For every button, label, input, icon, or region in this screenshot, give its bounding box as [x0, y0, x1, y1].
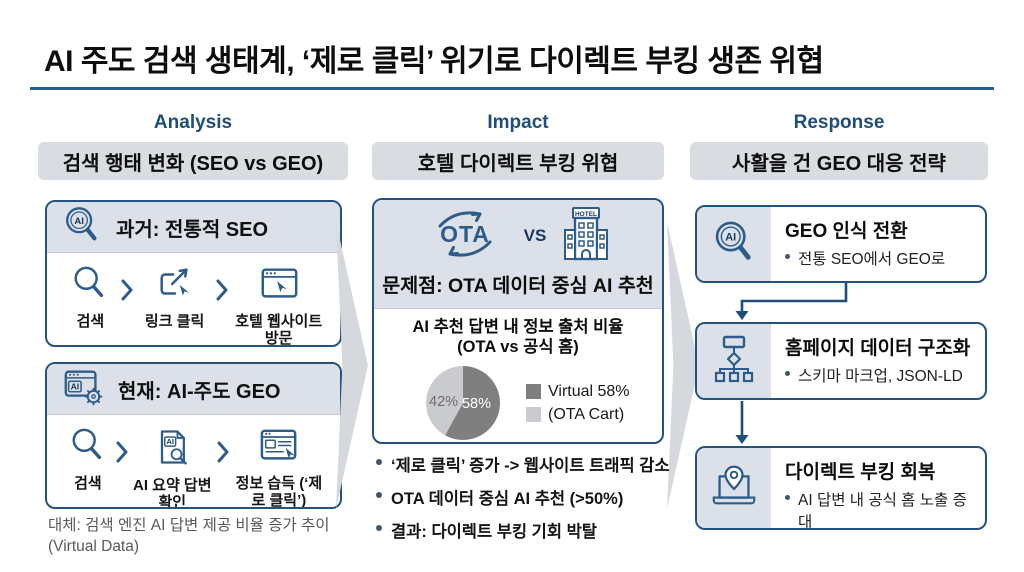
analysis-caption-line1: 대체: 검색 엔진 AI 답변 제공 비율 증가 추이 [48, 517, 330, 534]
chevron-right-icon [115, 439, 129, 470]
response-box-title: 홈페이지 데이터 구조화 [785, 338, 971, 359]
flow-step: 검색 [61, 427, 115, 492]
analysis-caption-line2: (Virtual Data) [48, 537, 140, 555]
ota-vs-hotel-row: OTA VS HOTEL [380, 206, 656, 266]
flow-step: 호텔 웹사이트 방문 [229, 265, 328, 347]
response-box-title: 다이렉트 부킹 회복 [785, 462, 936, 483]
legend-swatch-light [526, 407, 541, 423]
impact-box-header: OTA VS HOTEL [374, 200, 662, 309]
column-label-impact: Impact [487, 112, 549, 133]
impact-bullet-list: ‘제로 클릭’ 증가 -> 웹사이트 트래픽 감소 OTA 데이터 중심 AI … [375, 452, 675, 551]
legend-label: (OTA Cart) [548, 405, 625, 423]
response-box-bullet: AI 답변 내 공식 홈 노출 증대 [785, 488, 975, 528]
ota-cycle-icon: OTA [424, 206, 510, 267]
title-underline [30, 87, 994, 90]
present-geo-box-header: AI 현재: AI-주도 GEO [47, 364, 340, 415]
past-seo-flow: 검색 링크 클릭 [47, 253, 340, 347]
impact-bullet: OTA 데이터 중심 AI 추천 (>50%) [375, 485, 675, 509]
header-bar-response: 사활을 건 GEO 대응 전략 [690, 142, 988, 180]
browser-ai-gear-icon: AI [61, 366, 105, 413]
hotel-building-icon: HOTEL [560, 206, 612, 267]
header-bar-impact: 호텔 다이렉트 부킹 위협 [372, 142, 664, 180]
search-icon [69, 427, 107, 470]
hotel-sign-text: HOTEL [575, 210, 597, 217]
analysis-caption: 대체: 검색 엔진 AI 답변 제공 비율 증가 추이 (Virtual Dat… [48, 516, 330, 558]
impact-chart-area: AI 추천 답변 내 정보 출처 비율 (OTA vs 공식 홈) 58% 42… [374, 309, 662, 441]
present-geo-flow: 검색 AI AI 요약 답변 확인 [47, 415, 340, 509]
column-label-analysis: Analysis [153, 112, 233, 133]
response-icon-panel: AI [697, 207, 771, 281]
flow-step-label: AI 요약 답변 확인 [133, 477, 212, 509]
link-click-icon [153, 265, 197, 308]
browser-cursor-icon [258, 265, 300, 308]
flow-step-label: 호텔 웹사이트 방문 [235, 313, 323, 347]
svg-text:AI: AI [71, 381, 80, 391]
pie-value-dark: 58% [461, 396, 491, 413]
magnifier-ai-icon: AI [61, 204, 103, 251]
response-connector-arrows [735, 283, 848, 444]
flow-step-label: 검색 [74, 475, 102, 492]
legend-row: Virtual 58% [526, 383, 630, 401]
column-arrow-icon [336, 222, 368, 509]
chart-title-line2: (OTA vs 공식 홈) [457, 338, 579, 357]
impact-problem-text: 문제점: OTA 데이터 중심 AI 추천 [382, 275, 654, 297]
magnifier-ai-icon: AI [710, 218, 758, 271]
chevron-right-icon [215, 277, 229, 308]
legend-row: (OTA Cart) [526, 406, 630, 424]
flow-step: 정보 습득 (‘제로 클릭’) [230, 427, 328, 509]
svg-text:AI: AI [74, 215, 84, 226]
flow-step: AI AI 요약 답변 확인 [129, 427, 216, 509]
chart-title-line1: AI 추천 답변 내 정보 출처 비율 [412, 318, 624, 336]
pie-chart: 58% 42% [426, 366, 500, 441]
flow-step-label: 정보 습득 (‘제로 클릭’) [235, 475, 323, 509]
column-label-response: Response [793, 112, 885, 133]
legend-label: Virtual 58% [548, 382, 630, 400]
response-box-geo-awareness: AI GEO 인식 전환 전통 SEO에서 GEO로 [695, 205, 987, 283]
flow-step-label: 링크 클릭 [144, 313, 205, 330]
svg-text:AI: AI [725, 231, 736, 243]
chevron-right-icon [120, 277, 134, 308]
past-seo-box: AI 과거: 전통적 SEO 검색 [45, 200, 342, 347]
ai-document-search-icon: AI [152, 427, 192, 472]
response-box-bullet: 스키마 마크업, JSON-LD [785, 364, 970, 386]
impact-bullet: 결과: 다이렉트 부킹 기회 박탈 [375, 518, 675, 542]
pie-legend: Virtual 58% (OTA Cart) [526, 383, 630, 424]
response-box-bullet: 전통 SEO에서 GEO로 [785, 247, 945, 269]
search-icon [71, 265, 109, 308]
past-seo-title: 과거: 전통적 SEO [116, 218, 269, 241]
impact-box: OTA VS HOTEL [372, 198, 664, 444]
browser-content-cursor-icon [257, 427, 301, 470]
past-seo-box-header: AI 과거: 전통적 SEO [47, 202, 340, 253]
laptop-location-pin-icon [708, 462, 760, 515]
response-box-title: GEO 인식 전환 [785, 221, 908, 242]
chevron-right-icon [216, 439, 230, 470]
response-icon-panel [697, 448, 771, 528]
svg-text:OTA: OTA [440, 221, 490, 247]
page-title: AI 주도 검색 생태계, ‘제로 클릭’ 위기로 다이렉트 부킹 생존 위협 [44, 45, 824, 78]
legend-swatch-dark [526, 384, 541, 400]
present-geo-box: AI 현재: AI-주도 GEO [45, 362, 342, 509]
impact-bullet: ‘제로 클릭’ 증가 -> 웹사이트 트래픽 감소 [375, 452, 675, 476]
svg-text:AI: AI [167, 437, 175, 446]
present-geo-title: 현재: AI-주도 GEO [118, 380, 281, 403]
response-box-booking-recovery: 다이렉트 부킹 회복 AI 답변 내 공식 홈 노출 증대 [695, 446, 987, 530]
flow-step: 링크 클릭 [134, 265, 216, 330]
vs-label: VS [523, 226, 547, 245]
response-box-data-structuring: 홈페이지 데이터 구조화 스키마 마크업, JSON-LD [695, 322, 987, 400]
response-icon-panel [697, 324, 771, 398]
flow-step-label: 검색 [76, 313, 105, 330]
flow-step: 검색 [61, 265, 120, 330]
sitemap-icon [710, 334, 758, 389]
pie-value-light: 42% [429, 394, 459, 411]
header-bar-analysis: 검색 행태 변화 (SEO vs GEO) [38, 142, 348, 180]
